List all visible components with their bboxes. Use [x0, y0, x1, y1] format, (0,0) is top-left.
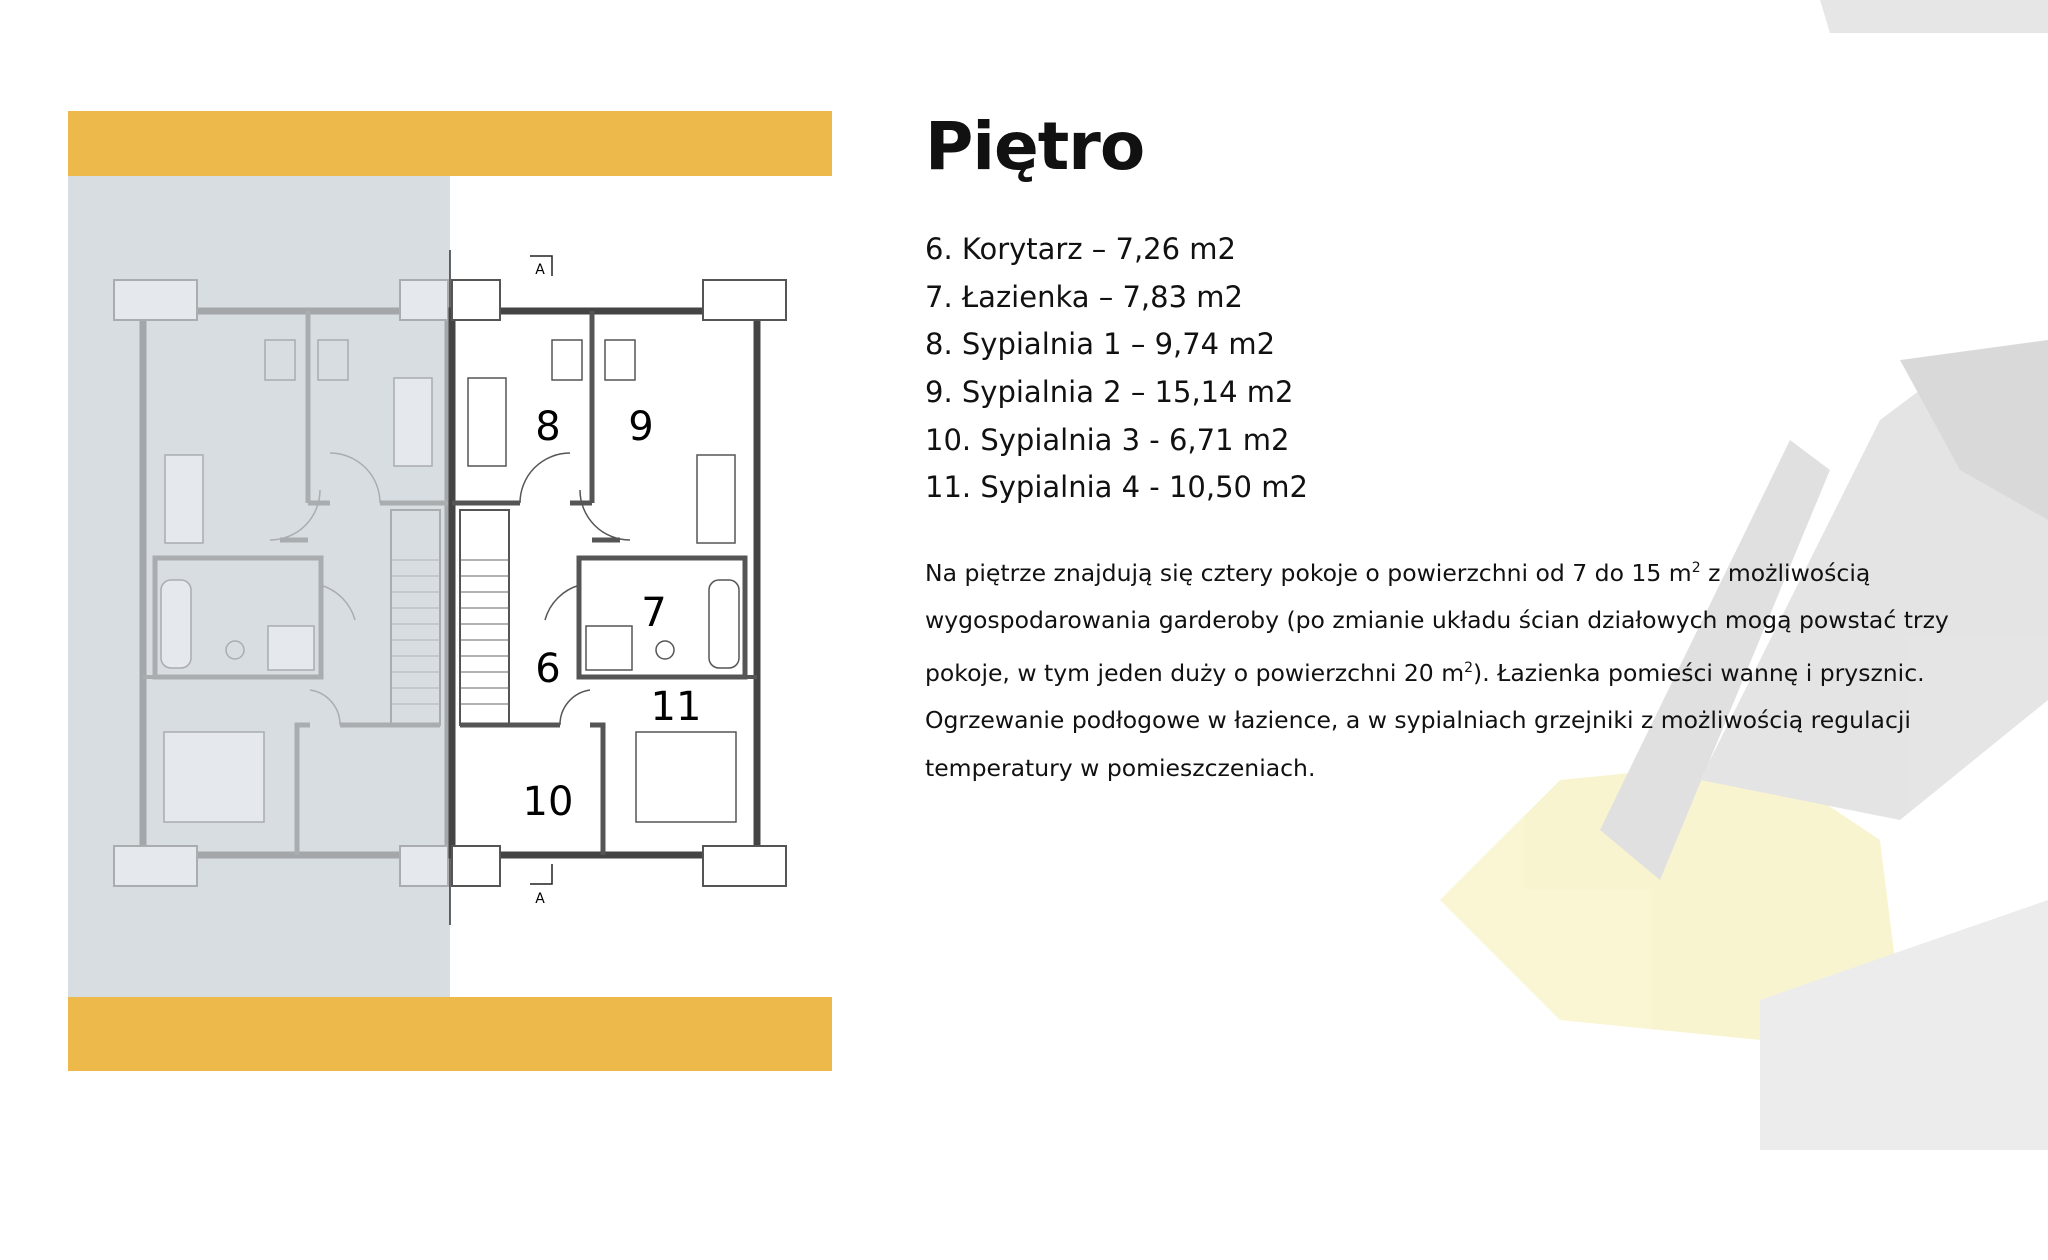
section-marker-bottom: A [535, 891, 545, 907]
room-label-7: 7 [641, 590, 666, 636]
room-item: 8. Sypialnia 1 – 9,74 m2 [925, 327, 1276, 362]
floor-description: Na piętrze znajdują się cztery pokoje o … [925, 545, 1985, 793]
room-label-10: 10 [523, 779, 574, 825]
superscript: 2 [1691, 560, 1701, 576]
room-item: 6. Korytarz – 7,26 m2 [925, 232, 1236, 266]
room-item: 9. Sypialnia 2 – 15,14 m2 [925, 375, 1294, 410]
description-text: z możliwością wygospodarowania garderoby… [925, 558, 1949, 687]
room-label-8: 8 [535, 404, 560, 450]
room-label-6: 6 [535, 646, 560, 692]
accent-bar-bottom [68, 997, 832, 1071]
neighbor-unit-shade [68, 176, 450, 997]
floor-plan-image: 8 9 7 6 11 10 A A [68, 111, 832, 1071]
unit-plan [448, 279, 787, 887]
room-list: 6. Korytarz – 7,26 m2 7. Łazienka – 7,83… [925, 226, 1308, 512]
floor-plan-drawing: 8 9 7 6 11 10 A A [68, 176, 787, 997]
room-item: 7. Łazienka – 7,83 m2 [925, 279, 1243, 314]
superscript: 2 [1464, 660, 1474, 677]
room-item: 11. Sypialnia 4 - 10,50 m2 [925, 470, 1308, 505]
page-title: Piętro [925, 108, 1145, 185]
room-label-9: 9 [628, 404, 653, 450]
section-marker-top: A [535, 262, 545, 278]
room-item: 10. Sypialnia 3 - 6,71 m2 [925, 422, 1290, 457]
accent-bar-top [68, 111, 832, 176]
room-label-11: 11 [651, 684, 702, 730]
description-text: Na piętrze znajdują się cztery pokoje o … [925, 558, 1692, 587]
neighbor-unit-plan [113, 279, 452, 887]
description-text: ). Łazienka pomieści wannę i prysznic. O… [925, 658, 1925, 783]
